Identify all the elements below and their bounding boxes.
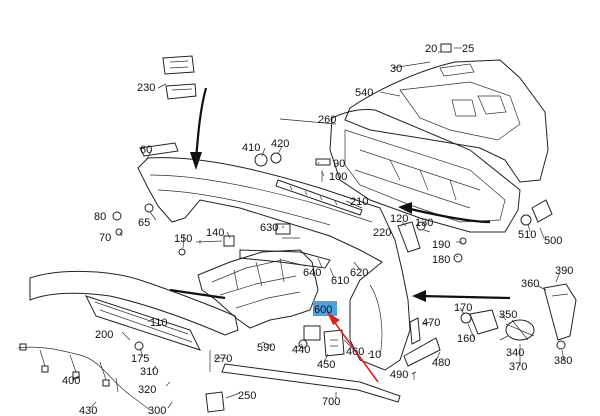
label-490: 490 (390, 369, 408, 381)
label-250: 250 (238, 390, 256, 402)
label-10: 10 (369, 349, 381, 361)
label-25: 25 (462, 43, 474, 55)
label-500: 500 (544, 235, 562, 247)
label-470: 470 (422, 317, 440, 329)
label-30: 30 (390, 63, 402, 75)
part-360-bracket (543, 283, 577, 341)
part-270-250 (205, 350, 225, 413)
label-420: 420 (271, 138, 289, 150)
part-400-harness (17, 343, 151, 411)
label-110: 110 (150, 317, 168, 329)
label-370: 370 (509, 361, 527, 373)
label-140: 140 (206, 227, 224, 239)
label-380: 380 (554, 355, 572, 367)
label-130: 130 (415, 217, 433, 229)
red-pointer-arrow (327, 312, 379, 383)
label-120: 120 (390, 213, 408, 225)
label-590: 590 (257, 342, 275, 354)
label-440: 440 (292, 344, 310, 356)
label-220: 220 (373, 227, 391, 239)
label-630: 630 (260, 222, 278, 234)
label-310: 310 (140, 366, 158, 378)
label-20: 20 (425, 43, 437, 55)
label-210: 210 (350, 196, 368, 208)
part-700-trim (221, 363, 401, 403)
part-440-460 (303, 325, 345, 357)
part-20-clip (440, 43, 462, 53)
label-410: 410 (242, 142, 260, 154)
label-180: 180 (432, 254, 450, 266)
label-170: 170 (454, 302, 472, 314)
label-540: 540 (355, 87, 373, 99)
label-160: 160 (457, 333, 475, 345)
label-350: 350 (499, 309, 517, 321)
part-main-bumper-cover (137, 157, 411, 371)
part-540-diffuser (344, 59, 549, 183)
part-630-bracket (275, 223, 300, 239)
label-320: 320 (138, 384, 156, 396)
part-110-reflector (29, 270, 239, 351)
label-70: 70 (99, 232, 111, 244)
label-200: 200 (95, 329, 113, 341)
label-340: 340 (506, 347, 524, 359)
part-510-clip (531, 199, 553, 223)
label-60: 60 (140, 144, 152, 156)
part-120-clip (397, 221, 421, 253)
label-150: 150 (174, 233, 192, 245)
highlight-box (313, 301, 337, 316)
label-480: 480 (432, 357, 450, 369)
label-100: 100 (329, 171, 347, 183)
label-360: 360 (521, 278, 539, 290)
label-400: 400 (62, 375, 80, 387)
part-230-plate (162, 55, 197, 100)
label-450: 450 (317, 359, 335, 371)
label-300: 300 (148, 405, 166, 416)
label-460: 460 (346, 346, 364, 358)
label-80: 80 (94, 211, 106, 223)
label-600: 600 (314, 304, 332, 316)
label-620: 620 (350, 267, 368, 279)
label-390: 390 (555, 265, 573, 277)
label-190: 190 (432, 239, 450, 251)
arrow-lines (169, 87, 511, 302)
label-175: 175 (131, 353, 149, 365)
label-700: 700 (322, 396, 340, 408)
part-60-side (139, 142, 179, 157)
fasteners (112, 152, 566, 351)
part-labels: 20 25 30 540 230 260 60 410 420 90 100 2… (62, 43, 573, 416)
part-350-sensor (469, 309, 535, 341)
part-inner-bracket (197, 249, 331, 329)
label-430: 430 (79, 405, 97, 416)
label-260: 260 (318, 114, 336, 126)
label-640: 640 (303, 267, 321, 279)
label-230: 230 (137, 82, 155, 94)
label-510: 510 (518, 229, 536, 241)
label-270: 270 (214, 353, 232, 365)
label-65: 65 (138, 217, 150, 229)
label-610: 610 (331, 275, 349, 287)
part-210-strip (275, 179, 363, 216)
label-90: 90 (333, 158, 345, 170)
leader-lines (71, 51, 565, 409)
part-260-lower-cover (329, 109, 521, 233)
